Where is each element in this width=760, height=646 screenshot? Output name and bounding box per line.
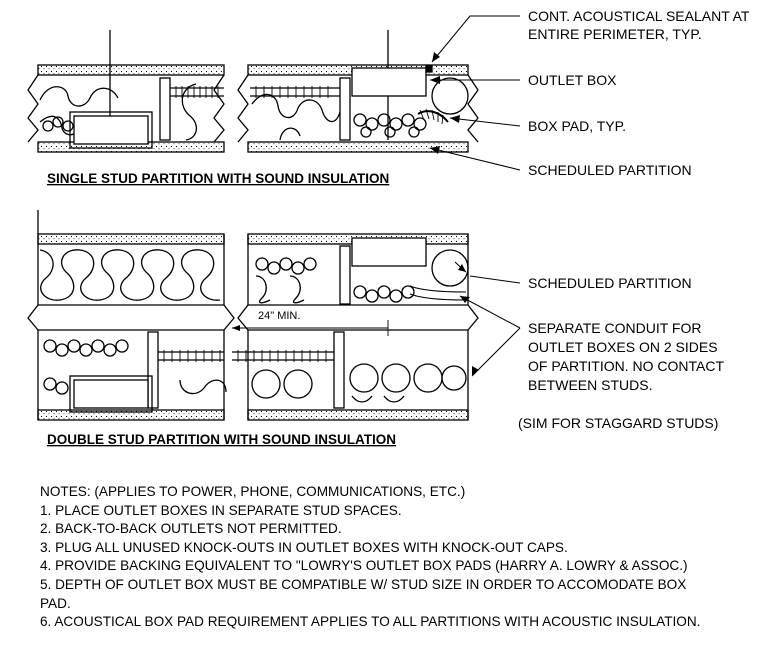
- box-pad-callout: BOX PAD, TYP.: [528, 118, 626, 134]
- separate-conduit-line-1: SEPARATE CONDUIT FOR: [528, 320, 701, 336]
- double-stud-title: DOUBLE STUD PARTITION WITH SOUND INSULAT…: [47, 432, 396, 447]
- notes-heading: NOTES: (APPLIES TO POWER, PHONE, COMMUNI…: [40, 484, 466, 499]
- general-notes: NOTES: (APPLIES TO POWER, PHONE, COMMUNI…: [40, 483, 755, 632]
- callout-arrowheads: [232, 52, 479, 376]
- note-item: 2. BACK-TO-BACK OUTLETS NOT PERMITTED.: [40, 521, 342, 537]
- double-stud-wall-right: [232, 233, 479, 421]
- note-item: 1. PLACE OUTLET BOXES IN SEPARATE STUD S…: [40, 502, 402, 518]
- sealant-callout-line-1: CONT. ACOUSTICAL SEALANT AT: [528, 8, 750, 24]
- note-item: 5. DEPTH OF OUTLET BOX MUST BE COMPATIBL…: [40, 576, 687, 592]
- note-item: 6. ACOUSTICAL BOX PAD REQUIREMENT APPLIE…: [40, 614, 701, 630]
- sealant-callout-line-2: ENTIRE PERIMETER, TYP.: [528, 26, 702, 42]
- staggard-studs-note: (SIM FOR STAGGARD STUDS): [518, 415, 718, 431]
- min-spacing-dimension: 24" MIN.: [258, 310, 300, 322]
- note-item: PAD.: [40, 595, 71, 611]
- separate-conduit-line-3: OF PARTITION. NO CONTACT: [528, 358, 724, 374]
- separate-conduit-line-2: OUTLET BOXES ON 2 SIDES: [528, 339, 718, 355]
- separate-conduit-line-4: BETWEEN STUDS.: [528, 377, 652, 393]
- note-item: 4. PROVIDE BACKING EQUIVALENT TO "LOWRY'…: [40, 558, 688, 574]
- dimension-label-mask: [256, 308, 312, 322]
- double-stud-wall-left: [27, 210, 235, 421]
- scheduled-partition-callout-2: SCHEDULED PARTITION: [528, 275, 692, 291]
- single-stud-title: SINGLE STUD PARTITION WITH SOUND INSULAT…: [47, 171, 389, 186]
- scheduled-partition-callout: SCHEDULED PARTITION: [528, 162, 692, 178]
- single-stud-wall-right: [237, 30, 479, 153]
- single-stud-wall-left: [27, 30, 225, 153]
- callout-leaders: [429, 15, 521, 377]
- outlet-box-callout: OUTLET BOX: [528, 72, 617, 88]
- note-item: 3. PLUG ALL UNUSED KNOCK-OUTS IN OUTLET …: [40, 539, 568, 555]
